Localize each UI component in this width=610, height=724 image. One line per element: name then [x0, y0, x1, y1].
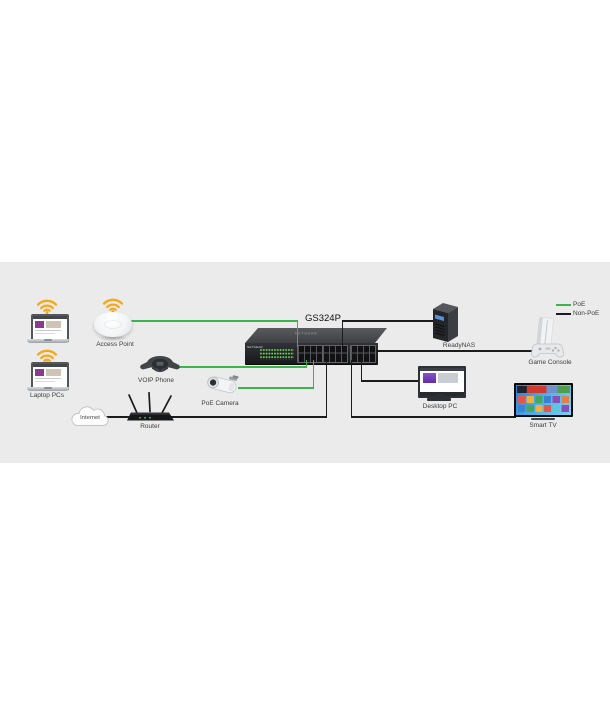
poe-camera-label: PoE Camera	[201, 400, 239, 407]
router	[126, 392, 176, 423]
laptop-screen-text	[35, 380, 55, 382]
laptop-screen-text	[35, 332, 55, 334]
cable-voip-phone-h	[173, 366, 307, 368]
laptop-screen	[31, 314, 69, 342]
smart-tv-app-tiles	[518, 405, 569, 412]
switch-port-group-1	[297, 345, 323, 363]
laptop-screen-header	[33, 364, 67, 367]
legend-poe-label: PoE	[573, 301, 586, 308]
monitor-screen-header	[420, 368, 464, 371]
cable-voip-phone-v	[305, 360, 308, 368]
laptop-base	[27, 387, 69, 391]
laptop-screen-text	[35, 377, 61, 379]
switch-top-brand-text: NETGEAR	[295, 332, 318, 336]
laptop-base	[27, 339, 69, 343]
wifi-icon	[36, 297, 58, 314]
smart-tv-stand	[531, 418, 555, 420]
game-console	[524, 316, 572, 360]
cable-router-v	[325, 360, 328, 417]
switch-brand-text: NETGEAR	[247, 346, 263, 349]
cable-smart-tv-h	[350, 416, 516, 418]
desktop-pc-label: Desktop PC	[422, 403, 458, 410]
access-point-label: Access Point	[96, 341, 134, 348]
smart-tv	[514, 383, 573, 417]
access-point	[94, 312, 132, 337]
switch-port-group-3	[350, 345, 376, 363]
legend-non-poe-line	[556, 313, 571, 315]
smart-tv-app-tiles	[518, 396, 569, 403]
laptop-2	[27, 362, 69, 391]
voip-phone-label: VOIP Phone	[137, 377, 175, 384]
smart-tv-screen	[516, 385, 571, 415]
laptop-1	[27, 314, 69, 343]
laptop-screen	[31, 362, 69, 390]
monitor-base	[427, 398, 451, 401]
cable-poe-camera-h	[238, 387, 314, 389]
switch-gs324p: NETGEAR NETGEAR	[243, 326, 395, 366]
readynas	[431, 300, 461, 343]
legend-non-poe-label: Non-PoE	[573, 310, 600, 317]
switch-model-label: GS324P	[305, 313, 341, 324]
laptops-label: Laptop PCs	[30, 392, 64, 399]
game-console-label: Game Console	[528, 359, 572, 366]
laptop-screen-text	[35, 329, 61, 331]
smart-tv-label: Smart TV	[529, 422, 557, 429]
voip-phone	[138, 354, 182, 378]
monitor-neck	[436, 394, 443, 399]
laptop-screen-image	[35, 320, 44, 328]
cable-access-point-h	[130, 320, 298, 322]
laptop-screen-image	[46, 320, 61, 328]
switch-top-face: NETGEAR	[245, 328, 387, 343]
poe-camera	[203, 372, 243, 400]
laptop-screen-header	[33, 316, 67, 319]
internet-label: Internet	[80, 415, 100, 421]
cable-poe-camera-v	[312, 360, 315, 389]
wifi-icon	[102, 296, 124, 313]
cable-desktop-pc-h	[360, 380, 419, 382]
cable-readynas-v	[341, 320, 344, 346]
internet-cloud: Internet	[68, 406, 112, 429]
cable-game-console-h	[376, 350, 538, 352]
cable-desktop-pc-v	[360, 360, 363, 381]
legend-poe-line	[556, 304, 571, 306]
switch-led-array	[260, 349, 294, 360]
laptop-screen-image	[35, 368, 44, 376]
cable-access-point-v	[296, 320, 299, 347]
switch-port-group-2	[322, 345, 348, 363]
cable-readynas-h	[341, 320, 438, 322]
monitor-screen-image	[438, 373, 458, 383]
smart-tv-banner	[517, 386, 570, 393]
access-point-shadow	[97, 335, 129, 341]
laptop-screen-image	[46, 368, 61, 376]
cable-smart-tv-v	[350, 360, 353, 417]
router-label: Router	[140, 423, 160, 430]
cable-router-internet-h	[105, 416, 327, 418]
monitor-screen-image	[423, 373, 436, 383]
readynas-label: ReadyNAS	[442, 342, 476, 349]
